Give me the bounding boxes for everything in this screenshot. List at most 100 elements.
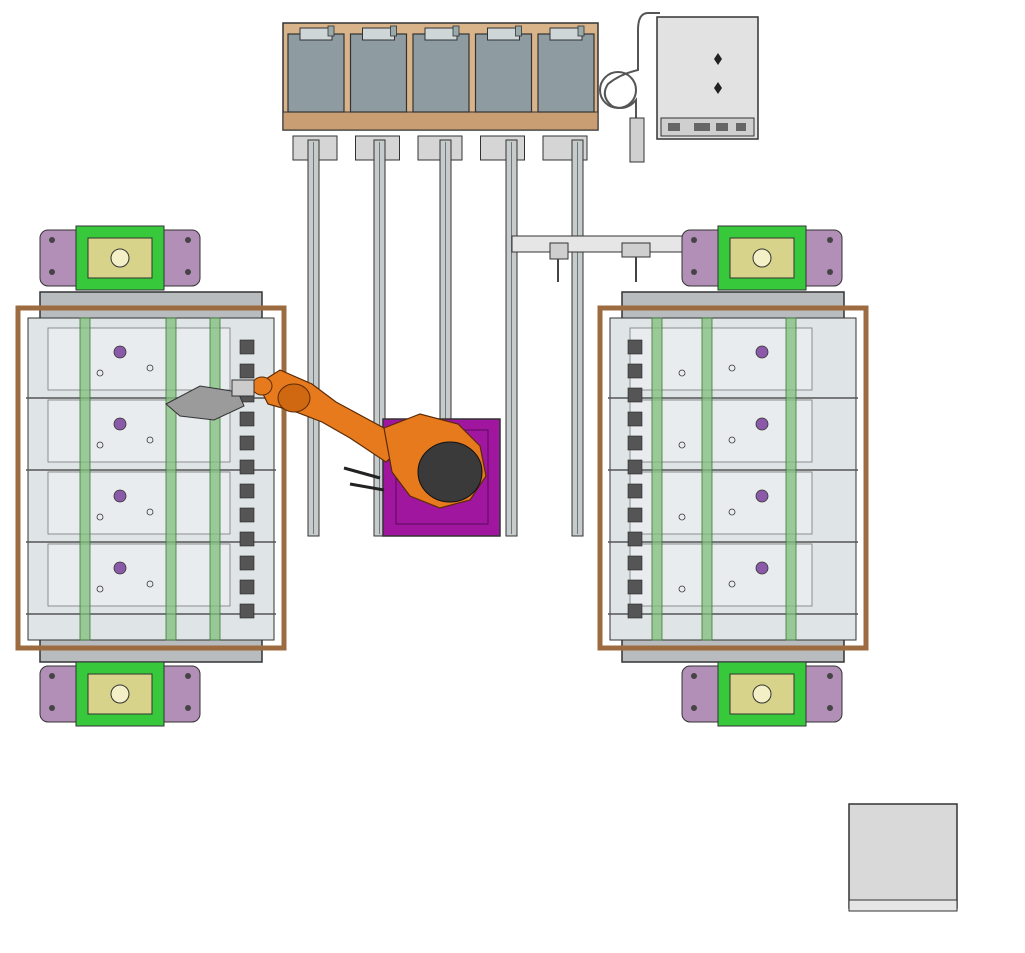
cabinet-button-bottom	[714, 82, 722, 94]
side-clamp	[627, 435, 643, 451]
side-clamp	[239, 459, 255, 475]
side-clamp	[627, 411, 643, 427]
clamp-bolt	[755, 489, 769, 503]
side-clamp	[627, 531, 643, 547]
side-clamp	[239, 363, 255, 379]
mount-bolt	[827, 705, 833, 711]
hole	[146, 364, 154, 372]
side-clamp	[627, 387, 643, 403]
side-clamp	[239, 483, 255, 499]
side-clamp	[627, 363, 643, 379]
bin-latch	[452, 25, 460, 37]
motor-shaft-bottom	[110, 684, 130, 704]
side-clamp	[239, 579, 255, 595]
hole	[728, 364, 736, 372]
robot-cables	[343, 466, 385, 492]
bin-handle	[362, 27, 395, 41]
mount-bolt	[185, 269, 191, 275]
motor-shaft-top	[752, 248, 772, 268]
bin-handle	[549, 27, 583, 41]
mount-bolt	[827, 237, 833, 243]
clamp-bolt	[113, 345, 127, 359]
left-fixture-table	[15, 225, 287, 727]
green-guide-rail	[785, 317, 797, 641]
green-guide-rail	[79, 317, 91, 641]
cable-connector	[629, 117, 645, 163]
cabinet-port	[668, 123, 680, 131]
control-cabinet	[599, 12, 759, 163]
rail-mount-plate	[480, 135, 525, 161]
green-guide-rail	[165, 317, 177, 641]
cabinet-cable	[603, 12, 660, 120]
storage-bin	[412, 33, 470, 113]
clamp-bolt	[755, 561, 769, 575]
hole	[146, 580, 154, 588]
fixture-wood-border	[597, 305, 869, 651]
hole	[678, 585, 686, 593]
gripper-flange	[231, 379, 255, 397]
crossbar-cable	[557, 257, 637, 282]
bin-rack	[282, 22, 599, 161]
cabinet-port	[694, 123, 710, 131]
hole	[146, 436, 154, 444]
clamp-bolt	[113, 489, 127, 503]
storage-bin	[287, 33, 345, 113]
bin-latch	[515, 25, 522, 37]
hole	[96, 441, 104, 449]
clamp-bolt	[113, 561, 127, 575]
mount-bolt	[49, 269, 55, 275]
side-clamp	[239, 411, 255, 427]
cabinet-button-top	[714, 53, 722, 65]
cabinet-port	[736, 123, 746, 131]
bin-group	[287, 25, 595, 113]
bin-handle	[424, 27, 458, 41]
clamp-bolt	[755, 417, 769, 431]
mount-bolt	[185, 705, 191, 711]
mount-bolt	[691, 269, 697, 275]
mount-bolt	[185, 673, 191, 679]
side-clamp	[627, 459, 643, 475]
crossbar	[511, 235, 703, 282]
hole	[678, 369, 686, 377]
mount-bolt	[691, 705, 697, 711]
clamp-bolt	[113, 417, 127, 431]
side-clamp	[627, 603, 643, 619]
cabinet-port	[716, 123, 728, 131]
hole	[146, 508, 154, 516]
mount-bolt	[49, 705, 55, 711]
mount-bolt	[49, 237, 55, 243]
robot-elbow-joint	[277, 383, 311, 413]
crossbar-bracket-2	[621, 242, 651, 258]
hole	[728, 436, 736, 444]
bin-handle	[299, 27, 333, 41]
side-clamp	[239, 555, 255, 571]
robot-gripper	[165, 379, 255, 421]
motor-shaft-bottom	[752, 684, 772, 704]
bin-rack-bottom-strip	[282, 111, 599, 131]
hole	[96, 585, 104, 593]
clamp-cell	[47, 327, 231, 391]
fixture-wood-border	[15, 305, 287, 651]
bin-handle	[487, 27, 520, 41]
linear-rails	[307, 139, 584, 537]
gripper-tool	[165, 385, 245, 421]
side-clamp	[627, 339, 643, 355]
green-guide-rail	[651, 317, 663, 641]
electrical-box-base	[848, 899, 958, 912]
bin-latch	[327, 25, 335, 37]
green-guide-rail	[209, 317, 221, 641]
mount-bolt	[49, 673, 55, 679]
crossbar-bracket-1	[549, 242, 569, 260]
hole	[728, 508, 736, 516]
mount-bolt	[691, 673, 697, 679]
side-clamp	[627, 555, 643, 571]
bin-latch	[577, 25, 585, 37]
robot-arm	[251, 369, 487, 509]
right-fixture-table	[597, 225, 869, 727]
robot-shoulder-motor	[417, 441, 483, 503]
mount-bolt	[827, 269, 833, 275]
electrical-box	[848, 803, 958, 912]
hole	[678, 513, 686, 521]
hole	[96, 369, 104, 377]
